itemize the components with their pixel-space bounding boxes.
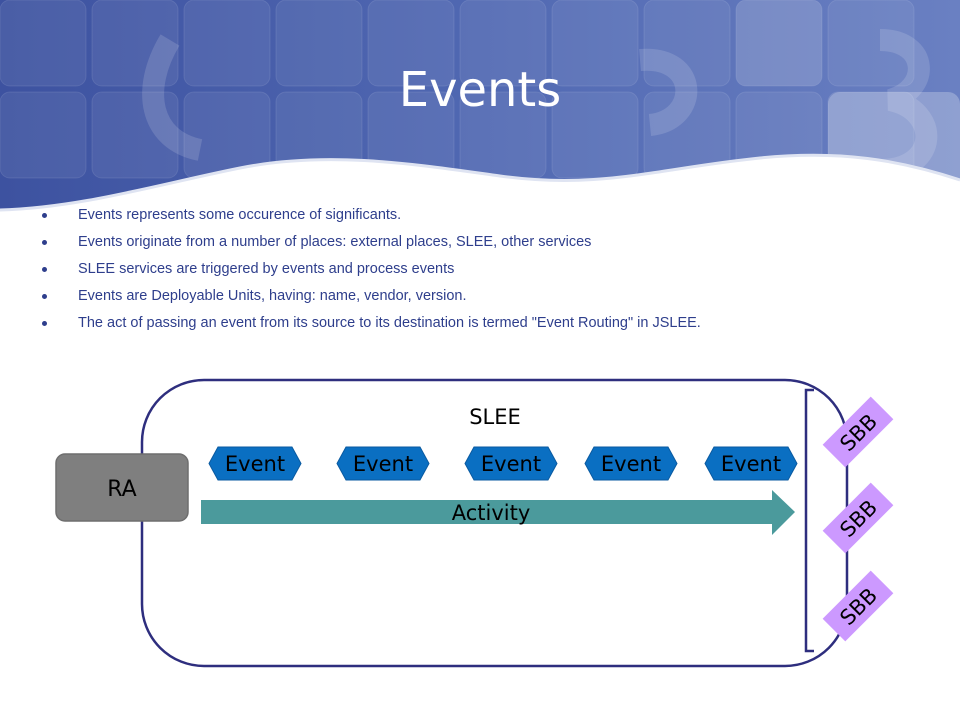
- bullet-item: Events are Deployable Units, having: nam…: [38, 285, 938, 312]
- bullet-dot: [42, 213, 47, 218]
- event-tag: Event: [704, 446, 798, 481]
- sbb-node: SBB: [822, 570, 894, 642]
- ra-label: RA: [107, 477, 136, 502]
- event-tag: Event: [464, 446, 558, 481]
- event-label: Event: [481, 452, 541, 476]
- activity-label: Activity: [452, 501, 531, 525]
- event-label: Event: [225, 452, 285, 476]
- sbb-node: SBB: [822, 482, 894, 554]
- bullet-item: The act of passing an event from its sou…: [38, 312, 938, 339]
- bullet-dot: [42, 240, 47, 245]
- bullet-text: Events represents some occurence of sign…: [78, 207, 402, 223]
- bullet-list: Events represents some occurence of sign…: [38, 204, 938, 339]
- bullet-text: The act of passing an event from its sou…: [78, 315, 701, 331]
- event-label: Event: [601, 452, 661, 476]
- slee-label: SLEE: [469, 405, 521, 429]
- sbb-bracket: [804, 388, 814, 653]
- bullet-text: SLEE services are triggered by events an…: [78, 261, 455, 277]
- bullet-item: Events represents some occurence of sign…: [38, 204, 938, 231]
- event-tag: Event: [584, 446, 678, 481]
- bullet-item: SLEE services are triggered by events an…: [38, 258, 938, 285]
- sbb-node: SBB: [822, 396, 894, 468]
- slide-title: Events: [398, 62, 562, 118]
- event-label: Event: [721, 452, 781, 476]
- activity-arrow: [201, 490, 795, 535]
- bullet-dot: [42, 267, 47, 272]
- bullet-text: Events originate from a number of places…: [78, 234, 592, 250]
- ra-box: [55, 453, 189, 522]
- title-banner: [0, 0, 960, 212]
- bullet-dot: [42, 294, 47, 299]
- bullet-text: Events are Deployable Units, having: nam…: [78, 288, 467, 304]
- bullet-item: Events originate from a number of places…: [38, 231, 938, 258]
- event-label: Event: [353, 452, 413, 476]
- bullet-dot: [42, 321, 47, 326]
- event-tag: Event: [208, 446, 302, 481]
- event-tag: Event: [336, 446, 430, 481]
